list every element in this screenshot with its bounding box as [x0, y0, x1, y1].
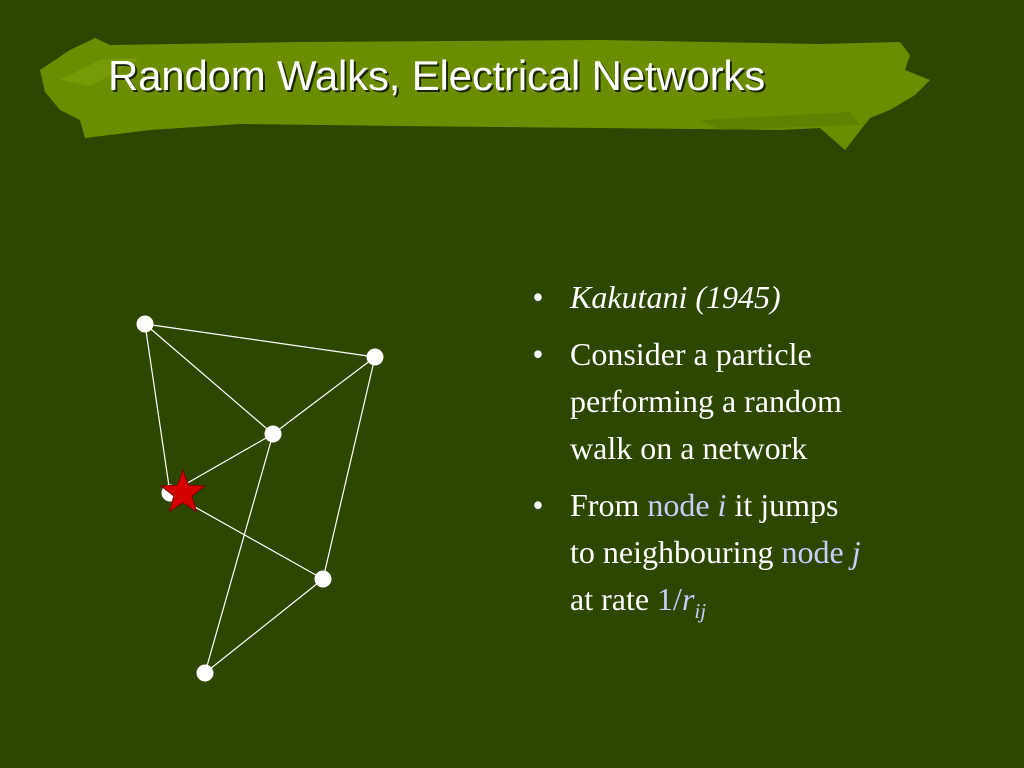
slide-title: Random Walks, Electrical Networks [108, 52, 766, 99]
bullet-dot: • [532, 336, 544, 372]
star-icon [159, 468, 207, 513]
bullet-text-line: performing a random [570, 383, 842, 419]
rate-numerator: 1/ [657, 581, 682, 617]
graph-edge [144, 323, 171, 494]
graph-node [366, 348, 384, 366]
rate-variable: r [681, 581, 695, 617]
rate-expression: 1/rij [657, 581, 706, 622]
title-banner [40, 38, 930, 150]
bullet-text-kakutani: Kakutani (1945) [570, 279, 781, 315]
bullet-text-jumps: it jumps [734, 487, 839, 523]
graph-edge [204, 578, 324, 674]
graph-edge [322, 356, 376, 580]
rate-subscript: ij [694, 599, 707, 623]
bullet-item: • Consider a particle performing a rando… [528, 331, 968, 472]
graph-edge [144, 323, 376, 358]
bullet-list: • Kakutani (1945) • Consider a particle … [528, 274, 968, 633]
node-i-var: i [717, 487, 727, 523]
node-j-var: j [851, 534, 861, 570]
graph-node [196, 664, 214, 682]
graph-node [136, 315, 154, 333]
graph-node [314, 570, 332, 588]
node-i-word: node [647, 487, 710, 523]
bullet-item: • Kakutani (1945) [528, 274, 968, 321]
node-j-word: node [781, 534, 844, 570]
bullet-dot: • [532, 487, 544, 523]
banner-brush-streak [700, 112, 860, 130]
bullet-text-from: From [570, 487, 640, 523]
graph-node [264, 425, 282, 443]
graph-edge [204, 433, 274, 674]
bullet-text-line: Consider a particle [570, 336, 812, 372]
bullet-text-rate: at rate [570, 581, 650, 617]
graph-edge [144, 323, 274, 435]
bullet-text-line: walk on a network [570, 430, 808, 466]
bullet-item: • From node i it jumps to neighbouring n… [528, 482, 968, 623]
bullet-dot: • [532, 279, 544, 315]
banner-brush-streak [60, 58, 140, 86]
graph-edge [272, 356, 376, 435]
bullet-text-neighbouring: to neighbouring [570, 534, 774, 570]
